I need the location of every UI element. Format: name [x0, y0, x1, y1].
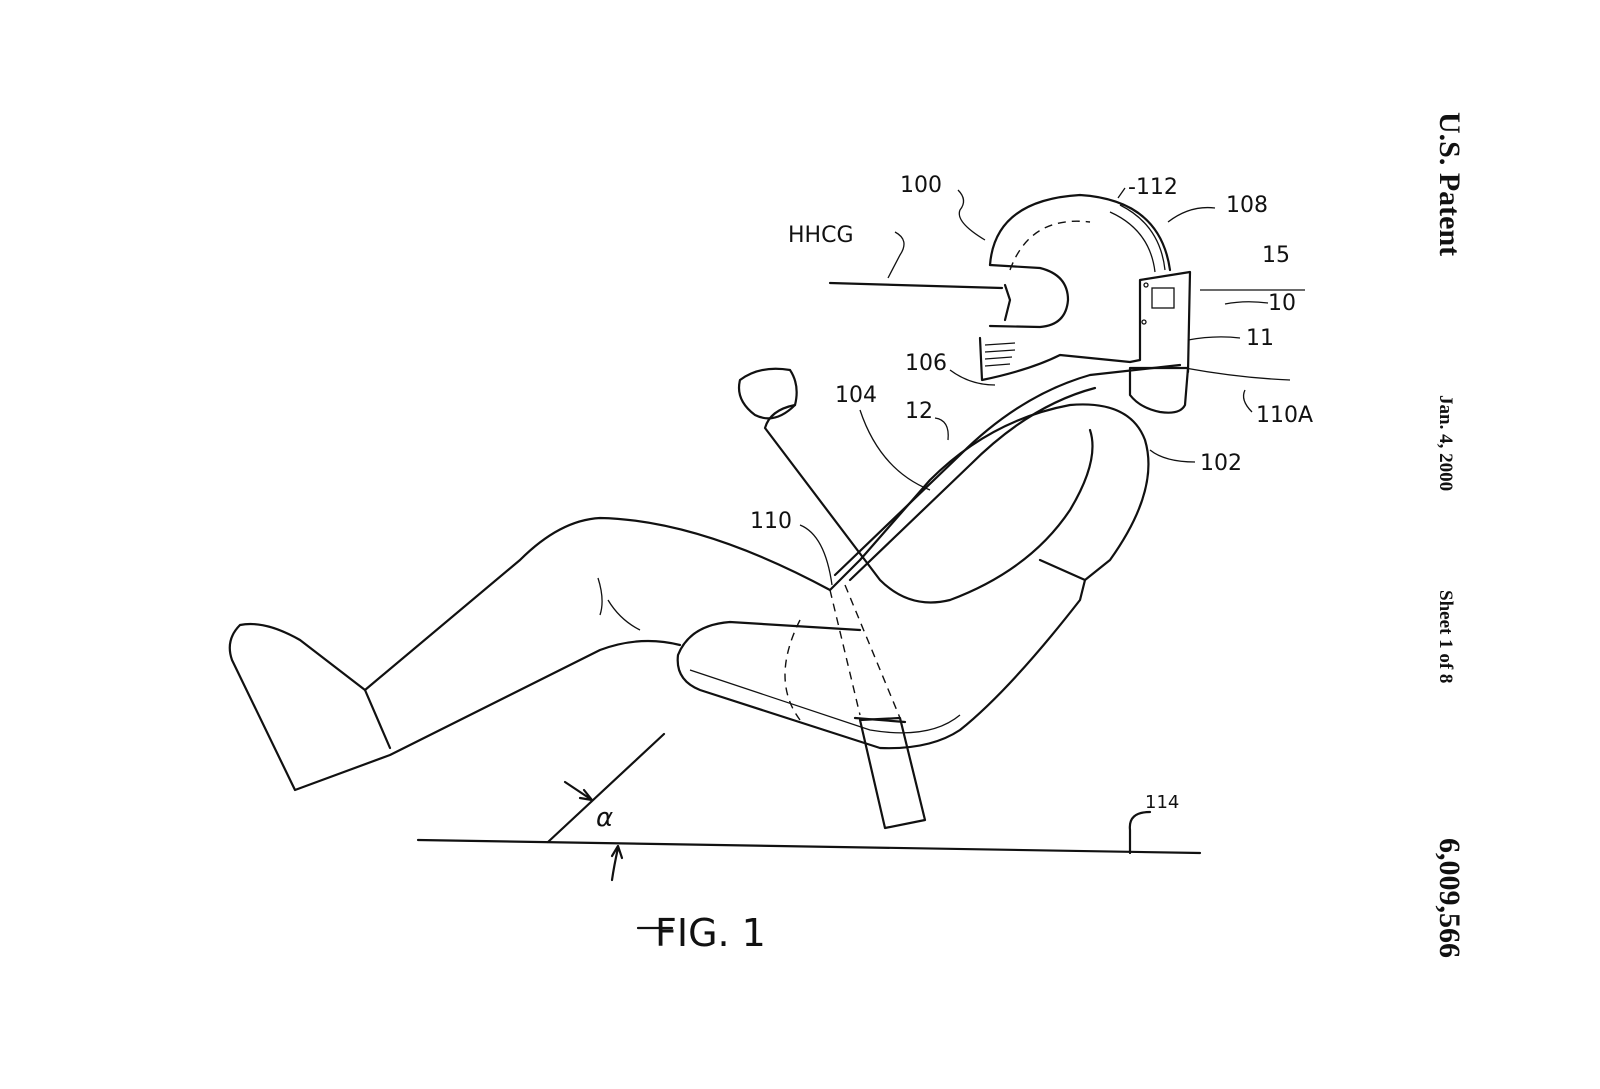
chin-vents	[984, 342, 1016, 367]
tether-110a	[1184, 367, 1291, 381]
bolt	[1143, 282, 1149, 288]
label-hhcg: HHCG	[788, 223, 854, 248]
label-11: 11	[1246, 326, 1274, 351]
belt-hidden	[829, 584, 901, 719]
helmet-rim-112	[1109, 204, 1166, 273]
leader-110	[799, 524, 833, 586]
knee-folds	[597, 577, 641, 631]
face	[1003, 283, 1012, 322]
leader-12	[934, 417, 949, 441]
label-10: 10	[1268, 291, 1296, 316]
angle-arrow-bottom	[610, 844, 624, 882]
label-15: 15	[1262, 243, 1290, 268]
leader-10	[1224, 301, 1269, 305]
label-102: 102	[1200, 451, 1242, 476]
leader-108	[1167, 206, 1216, 223]
arm	[763, 403, 1094, 604]
leader-102	[1149, 449, 1196, 463]
label-104: 104	[835, 383, 877, 408]
leader-11	[1187, 336, 1241, 341]
hhcg-line	[828, 281, 1004, 290]
ground-line	[416, 838, 1202, 855]
label-110: 110	[750, 509, 792, 534]
label-110a: 110A	[1256, 403, 1313, 428]
torso	[828, 403, 1150, 592]
belt-buckle	[853, 716, 907, 724]
seat	[676, 558, 1087, 750]
figure-title: FIG. 1	[655, 911, 766, 955]
label-108: 108	[1226, 193, 1268, 218]
leg	[228, 516, 832, 792]
lap-belt	[858, 716, 927, 830]
label-100: 100	[900, 173, 942, 198]
fist	[737, 367, 798, 420]
leader-hhcg	[887, 231, 905, 279]
visor-opening	[988, 263, 1070, 329]
tether-anchor	[1151, 287, 1175, 309]
helmet-shell-108	[988, 193, 1172, 272]
helmet-liner	[1009, 220, 1091, 271]
label-12: 12	[905, 399, 933, 424]
label-alpha: α	[596, 803, 613, 833]
angle-arrow-top	[563, 780, 594, 802]
label-112: -112	[1128, 175, 1178, 200]
collar-106	[1128, 366, 1190, 414]
leader-114	[1128, 810, 1152, 855]
seat-edge	[689, 669, 961, 734]
chin-bar-and-device	[978, 270, 1192, 382]
shoulder-harness-12	[833, 363, 1182, 582]
boot-top	[363, 688, 392, 750]
leader-112	[1117, 187, 1126, 199]
bolt	[1141, 319, 1147, 325]
label-106: 106	[905, 351, 947, 376]
leader-104	[859, 409, 931, 491]
leader-110a	[1242, 389, 1253, 413]
leader-106	[949, 369, 996, 386]
seat-angle-line	[546, 732, 666, 844]
leader-100	[957, 189, 986, 241]
label-114: 114	[1145, 792, 1179, 813]
hip-hidden	[784, 619, 801, 721]
